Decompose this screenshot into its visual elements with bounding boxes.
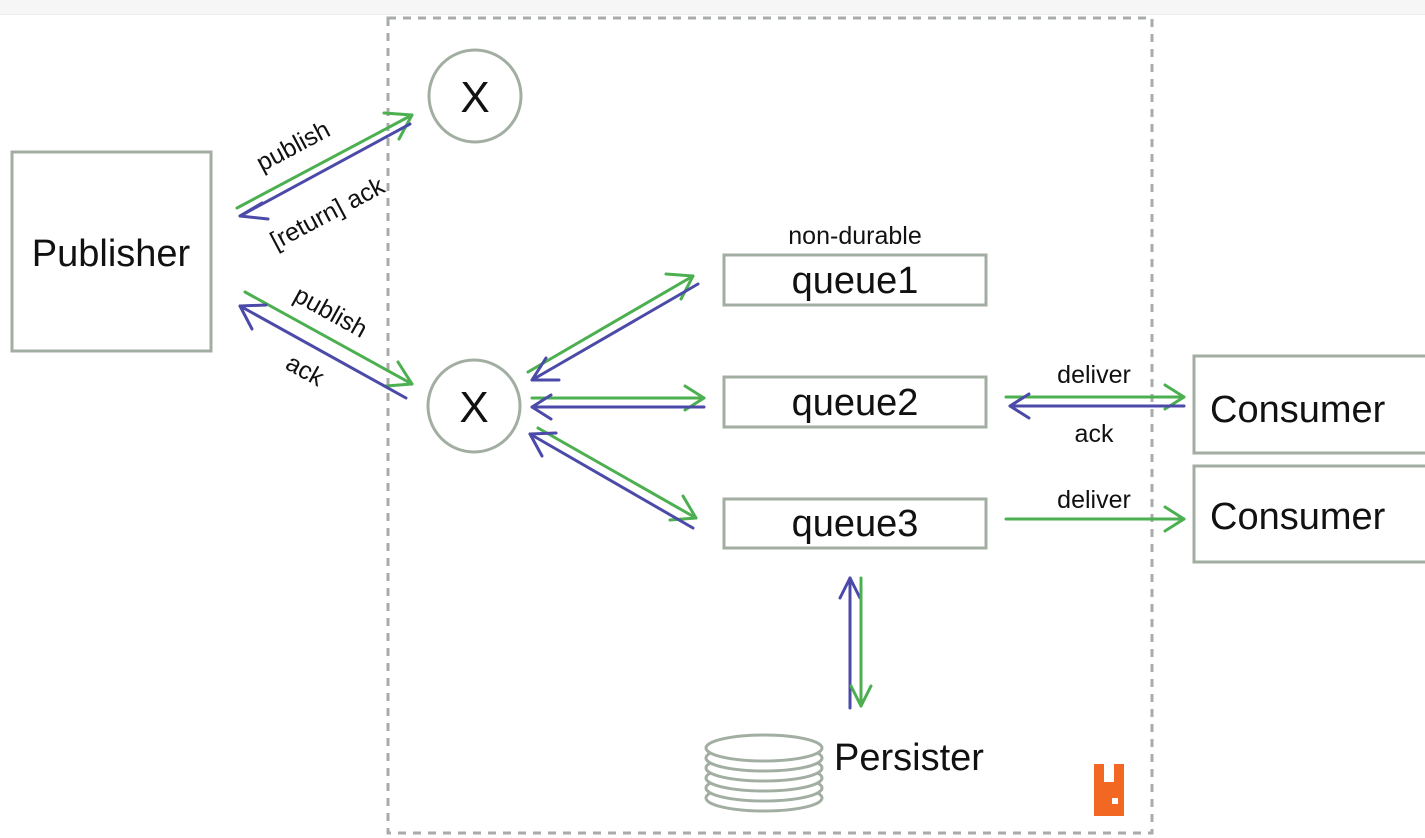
- queue1-to-exchange-arrow: [530, 282, 700, 382]
- queue3-to-persister-arrow: [849, 576, 873, 708]
- exchange-main[interactable]: X: [426, 358, 522, 454]
- queue1-note: non-durable: [788, 222, 921, 250]
- queue3-label: queue3: [792, 503, 919, 545]
- ack-q2-arrow: [1008, 392, 1186, 420]
- publisher-label: Publisher: [32, 233, 191, 275]
- deliver-q2-label: deliver: [1057, 361, 1131, 389]
- publish-main-label: publish: [289, 281, 372, 344]
- queue2-label: queue2: [792, 382, 919, 424]
- publish-top-arrow: [235, 111, 414, 210]
- exchange-to-queue3-arrow: [536, 426, 698, 522]
- publish-main-arrow: [243, 290, 414, 388]
- broker-boundary: [386, 16, 1154, 835]
- persister-label: Persister: [834, 737, 984, 779]
- queue2-to-exchange-arrow: [530, 393, 706, 421]
- return-ack-arrow: [238, 122, 412, 221]
- queue3-to-exchange-arrow: [528, 431, 695, 530]
- exchange-top-label: X: [460, 73, 489, 122]
- queue2-box[interactable]: queue2: [722, 375, 988, 429]
- queue3-box[interactable]: queue3: [722, 497, 988, 550]
- consumer-1-label: Consumer: [1210, 389, 1386, 431]
- top-bar: [0, 0, 1425, 15]
- consumer-1[interactable]: Consumer: [1192, 354, 1425, 455]
- exchange-main-label: X: [459, 383, 488, 432]
- ack-main-arrow: [238, 303, 408, 400]
- exchange-to-queue1-arrow: [526, 272, 695, 374]
- consumer-2-label: Consumer: [1210, 496, 1386, 538]
- publish-top-label: publish: [252, 115, 335, 177]
- queue1-box[interactable]: queue1: [722, 253, 988, 307]
- publisher-node[interactable]: Publisher: [10, 150, 213, 353]
- queue1-label: queue1: [792, 260, 919, 302]
- deliver-q3-label: deliver: [1057, 486, 1131, 514]
- persister-to-queue3-arrow: [838, 576, 862, 710]
- deliver-q3-arrow: [1004, 505, 1186, 533]
- rabbitmq-logo-icon: [1094, 764, 1124, 816]
- disk-stack-icon: [704, 733, 824, 813]
- ack-q2-label: ack: [1075, 420, 1114, 448]
- exchange-top[interactable]: X: [427, 48, 523, 144]
- ack-main-label: ack: [281, 349, 329, 393]
- consumer-2[interactable]: Consumer: [1192, 464, 1425, 564]
